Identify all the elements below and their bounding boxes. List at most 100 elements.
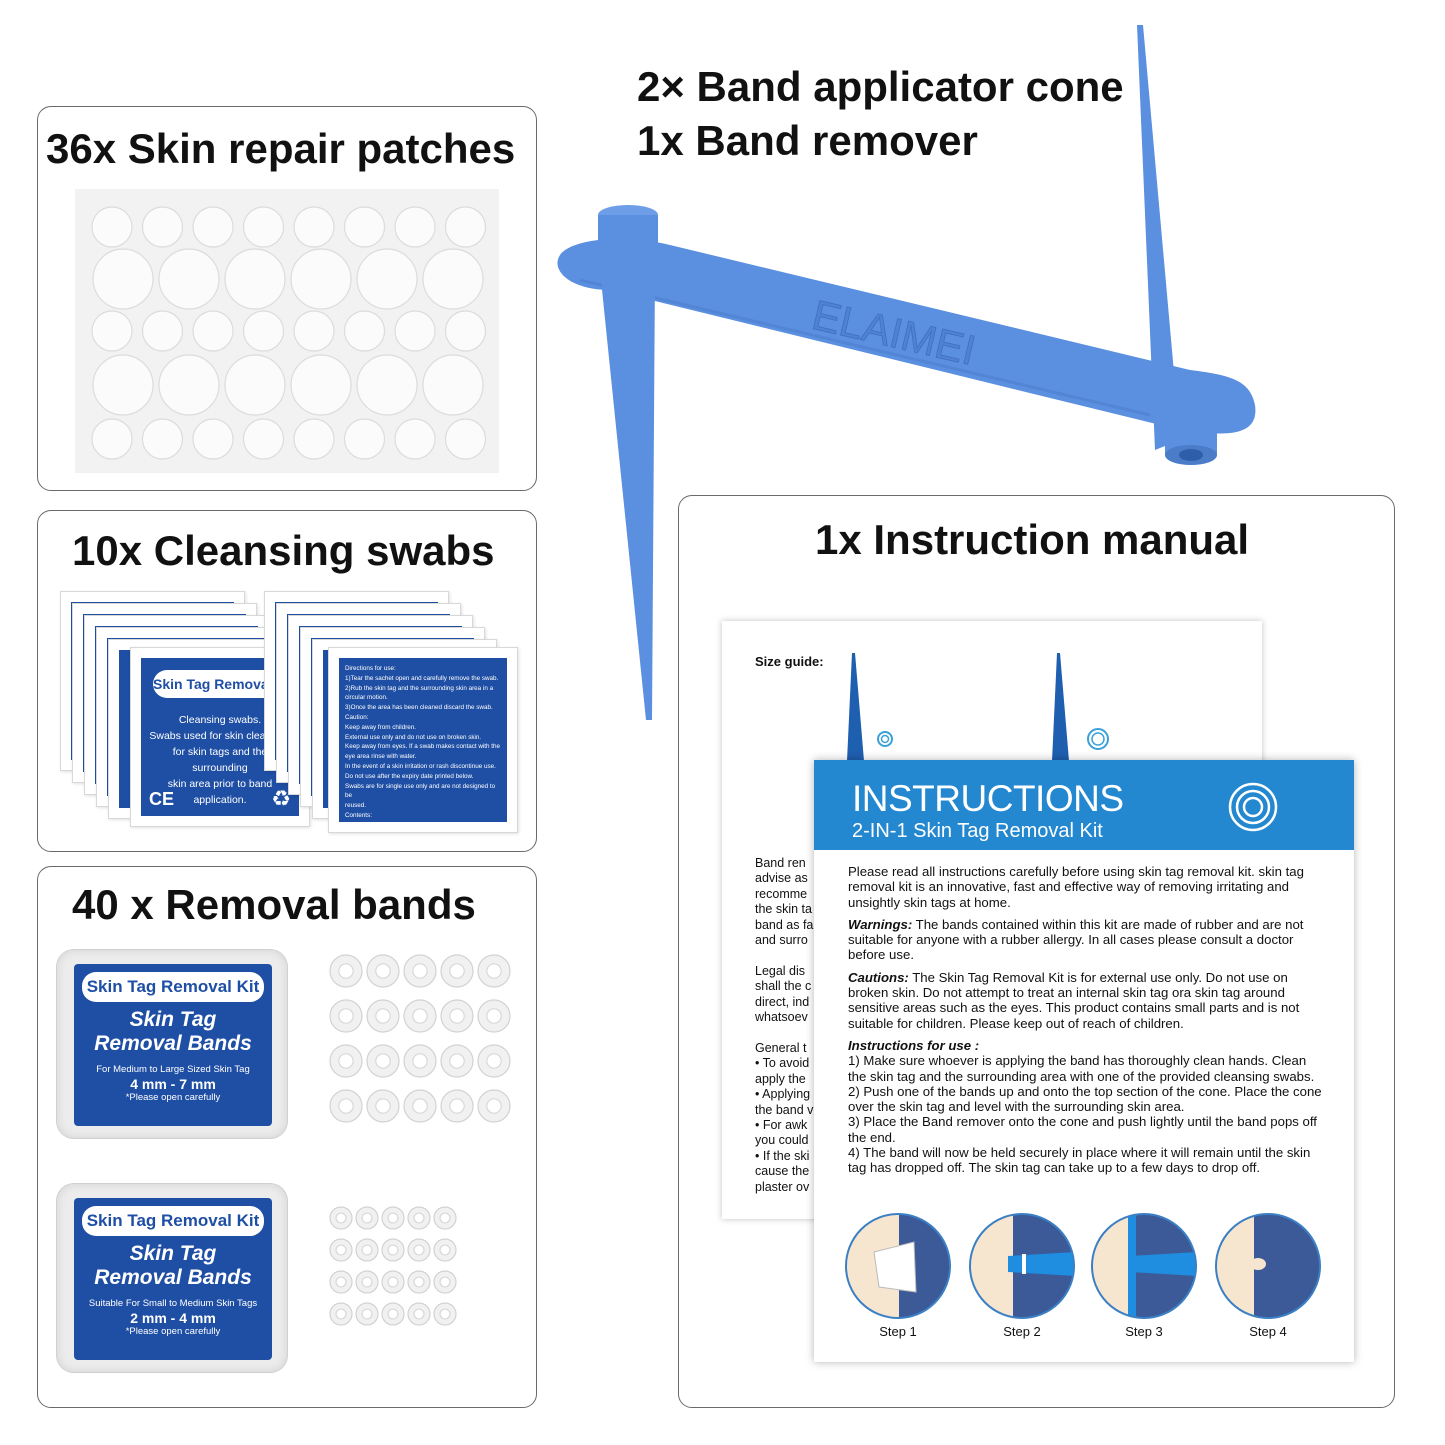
manual-title: 1x Instruction manual <box>815 516 1250 563</box>
bands-title: 40 x Removal bands <box>72 881 476 928</box>
patch-dot <box>141 418 184 460</box>
tool-line-remover: 1x Band remover <box>637 117 978 164</box>
band-kit-label-small: Skin Tag Removal Kit <box>82 1206 264 1236</box>
band-note-large: *Please open carefully <box>125 1092 221 1103</box>
band-ring <box>439 1244 451 1256</box>
patch-dot <box>394 206 436 248</box>
patch-dot <box>343 418 386 460</box>
patch-dot <box>242 310 285 352</box>
band-for-small: Suitable For Small to Medium Skin Tags <box>88 1298 258 1309</box>
band-box-large: Skin Tag Removal Kit Skin Tag Removal Ba… <box>56 949 288 1139</box>
band-for-large: For Medium to Large Sized Skin Tag <box>96 1064 250 1075</box>
patches-title: 36x Skin repair patches <box>46 125 516 172</box>
swab-front: Skin Tag Removal Kit Cleansing swabs. Sw… <box>130 647 310 827</box>
manual-panel: 1x Instruction manual Size guide: Band r… <box>678 495 1395 1408</box>
instruction-step: 3) Place the Band remover onto the cone … <box>848 1114 1317 1145</box>
band-ring <box>412 963 428 979</box>
patch-dot <box>141 310 184 352</box>
manual-front-page: INSTRUCTIONS 2-IN-1 Skin Tag Removal Kit… <box>814 760 1354 1362</box>
patch-dot <box>394 310 436 352</box>
band-size-large: 4 mm - 7 mm <box>130 1076 216 1092</box>
patch-dot <box>192 310 234 352</box>
band-ring <box>335 1308 347 1320</box>
band-ring <box>338 1008 354 1024</box>
band-ring <box>413 1244 425 1256</box>
instruction-step: 2) Push one of the bands up and onto the… <box>848 1083 1322 1115</box>
patch-dot <box>242 418 285 460</box>
instructions-subtitle: 2-IN-1 Skin Tag Removal Kit <box>852 820 1103 842</box>
band-ring <box>449 1098 465 1114</box>
band-ring <box>361 1308 373 1320</box>
instruction-step: 4) The band will now be held securely in… <box>848 1145 1311 1176</box>
band-ring <box>439 1308 451 1320</box>
band-ring <box>439 1212 451 1224</box>
band-ring <box>413 1212 425 1224</box>
step-2: Step 2 <box>968 1212 1076 1339</box>
band-ring <box>387 1244 399 1256</box>
manual-back-text: Band ren advise as recomme the skin ta b… <box>755 856 814 1194</box>
patch-dot <box>444 310 487 352</box>
band-ring <box>486 963 502 979</box>
instructions-label: Instructions for use : <box>848 1037 980 1053</box>
step-3: Step 3 <box>1090 1212 1198 1339</box>
warnings-text: Warnings: The bands contained within thi… <box>848 916 1304 963</box>
band-ring <box>413 1308 425 1320</box>
recycle-icon: ♻ <box>271 786 291 811</box>
band-applicator-tool: ELAIMEI <box>557 25 1256 720</box>
small-rings <box>328 1205 468 1335</box>
patch-dot <box>290 248 352 310</box>
patch-dot <box>394 418 436 460</box>
patch-dot <box>422 354 484 416</box>
swabs-title: 10x Cleansing swabs <box>72 527 495 574</box>
patches-panel: 36x Skin repair patches <box>37 106 537 491</box>
swab-back: Directions for use: 1)Tear the sachet op… <box>328 647 518 833</box>
band-ring <box>375 1053 391 1069</box>
band-ring <box>439 1276 451 1288</box>
band-size-small: 2 mm - 4 mm <box>130 1310 216 1326</box>
band-ring <box>338 963 354 979</box>
tool-line-cones: 2× Band applicator cone <box>637 63 1124 110</box>
step-4-illustration <box>1215 1213 1321 1319</box>
band-ring <box>387 1308 399 1320</box>
instruction-step: 1) Make sure whoever is applying the ban… <box>848 1053 1315 1084</box>
step-1-illustration <box>845 1213 951 1319</box>
patch-dot <box>158 354 220 416</box>
band-box-small: Skin Tag Removal Kit Skin Tag Removal Ba… <box>56 1183 288 1373</box>
band-ring <box>486 1098 502 1114</box>
band-name-large: Skin Tag Removal Bands <box>94 1008 252 1055</box>
band-ring <box>486 1053 502 1069</box>
step-label: Step 4 <box>1249 1324 1287 1339</box>
step-4: Step 4 <box>1214 1212 1322 1339</box>
patch-dot <box>444 418 487 460</box>
size-guide-label: Size guide: <box>755 654 824 669</box>
step-label: Step 1 <box>879 1324 917 1339</box>
patch-dot <box>293 310 335 352</box>
band-ring <box>338 1053 354 1069</box>
step-2-illustration <box>969 1213 1075 1319</box>
patch-dot <box>293 206 335 248</box>
step-1: Step 1 <box>844 1212 952 1339</box>
patch-dot <box>91 206 133 248</box>
intro-text: Please read all instructions carefully b… <box>848 864 1304 910</box>
band-ring <box>387 1276 399 1288</box>
patch-dot <box>242 206 285 248</box>
band-ring <box>449 1008 465 1024</box>
swab-directions: Directions for use: 1)Tear the sachet op… <box>345 665 501 829</box>
patch-dot <box>356 248 418 310</box>
large-rings <box>328 953 518 1133</box>
band-ring <box>449 1053 465 1069</box>
band-ring <box>387 1212 399 1224</box>
applicator-cone <box>600 270 655 720</box>
band-ring <box>449 963 465 979</box>
tall-cone <box>1137 25 1180 450</box>
patch-dot <box>444 206 487 248</box>
band-ring <box>413 1276 425 1288</box>
step-label: Step 2 <box>1003 1324 1041 1339</box>
band-ring <box>412 1008 428 1024</box>
step-illustrations: Step 1 Step 2 <box>844 1212 1334 1342</box>
patch-dot <box>224 354 286 416</box>
target-icon <box>1228 782 1278 832</box>
band-name-small: Skin Tag Removal Bands <box>94 1242 252 1289</box>
patch-dot <box>92 354 154 416</box>
patch-dot <box>224 248 286 310</box>
